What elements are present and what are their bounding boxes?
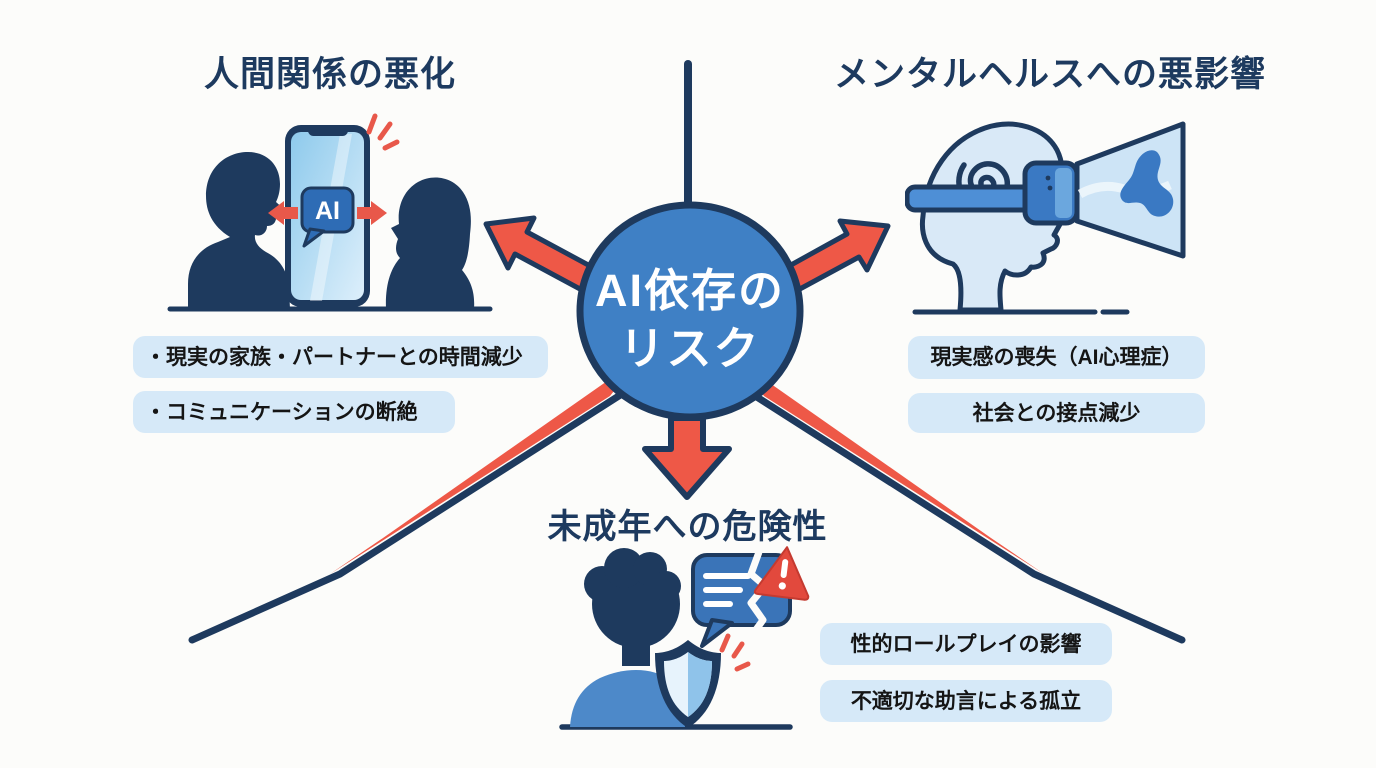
bullet-pill-minors-1: 性的ロールプレイの影響 <box>820 623 1112 665</box>
bullet-pill-mental-2: 社会との接点減少 <box>908 393 1205 433</box>
center-node-label-line2: リスク <box>619 322 761 374</box>
projection-screen-icon <box>1074 121 1186 259</box>
man-silhouette-icon <box>188 152 290 309</box>
bullet-pill-relationships-1: ・現実の家族・パートナーとの時間減少 <box>133 336 548 378</box>
warning-triangle-icon <box>753 546 810 601</box>
alert-sparks-icon <box>366 113 400 151</box>
arrow-down-icon <box>642 415 732 500</box>
dream-blob-icon <box>1120 150 1174 217</box>
vr-headset-icon <box>905 160 1080 226</box>
section-title-mental-health: メンタルヘルスへの悪影響 <box>833 55 1266 94</box>
center-node-circle <box>576 201 804 421</box>
bullet-pill-mental-1: 現実感の喪失（AI心理症） <box>908 336 1205 379</box>
section-title-relationships: 人間関係の悪化 <box>203 55 456 94</box>
arrow-right-small-icon <box>357 201 387 225</box>
broken-chat-bubble-icon <box>691 550 792 648</box>
diagonal-line-right <box>745 388 1186 644</box>
alert-sparks-icon <box>719 633 751 672</box>
section-title-minors: 未成年への危険性 <box>547 508 828 546</box>
woman-silhouette-icon <box>385 177 475 309</box>
shield-icon <box>655 640 721 728</box>
center-node-label: AI依存の リスク <box>588 262 792 377</box>
center-node-label-line1: AI依存の <box>594 265 785 316</box>
arrow-left-small-icon <box>268 201 298 225</box>
child-shirt <box>570 670 685 727</box>
mental-health-illustration <box>905 121 1186 315</box>
bullet-pill-relationships-2: ・コミュニケーションの断絶 <box>133 391 455 433</box>
diagonal-line-left <box>188 388 629 644</box>
relationships-illustration: AI <box>167 113 493 312</box>
bullet-pill-minors-2: 不適切な助言による孤立 <box>820 680 1112 722</box>
ai-chat-bubble-label: AI <box>315 197 340 225</box>
ai-chat-bubble-icon: AI <box>300 186 355 248</box>
minors-illustration <box>559 546 810 730</box>
child-silhouette-icon <box>570 548 685 727</box>
